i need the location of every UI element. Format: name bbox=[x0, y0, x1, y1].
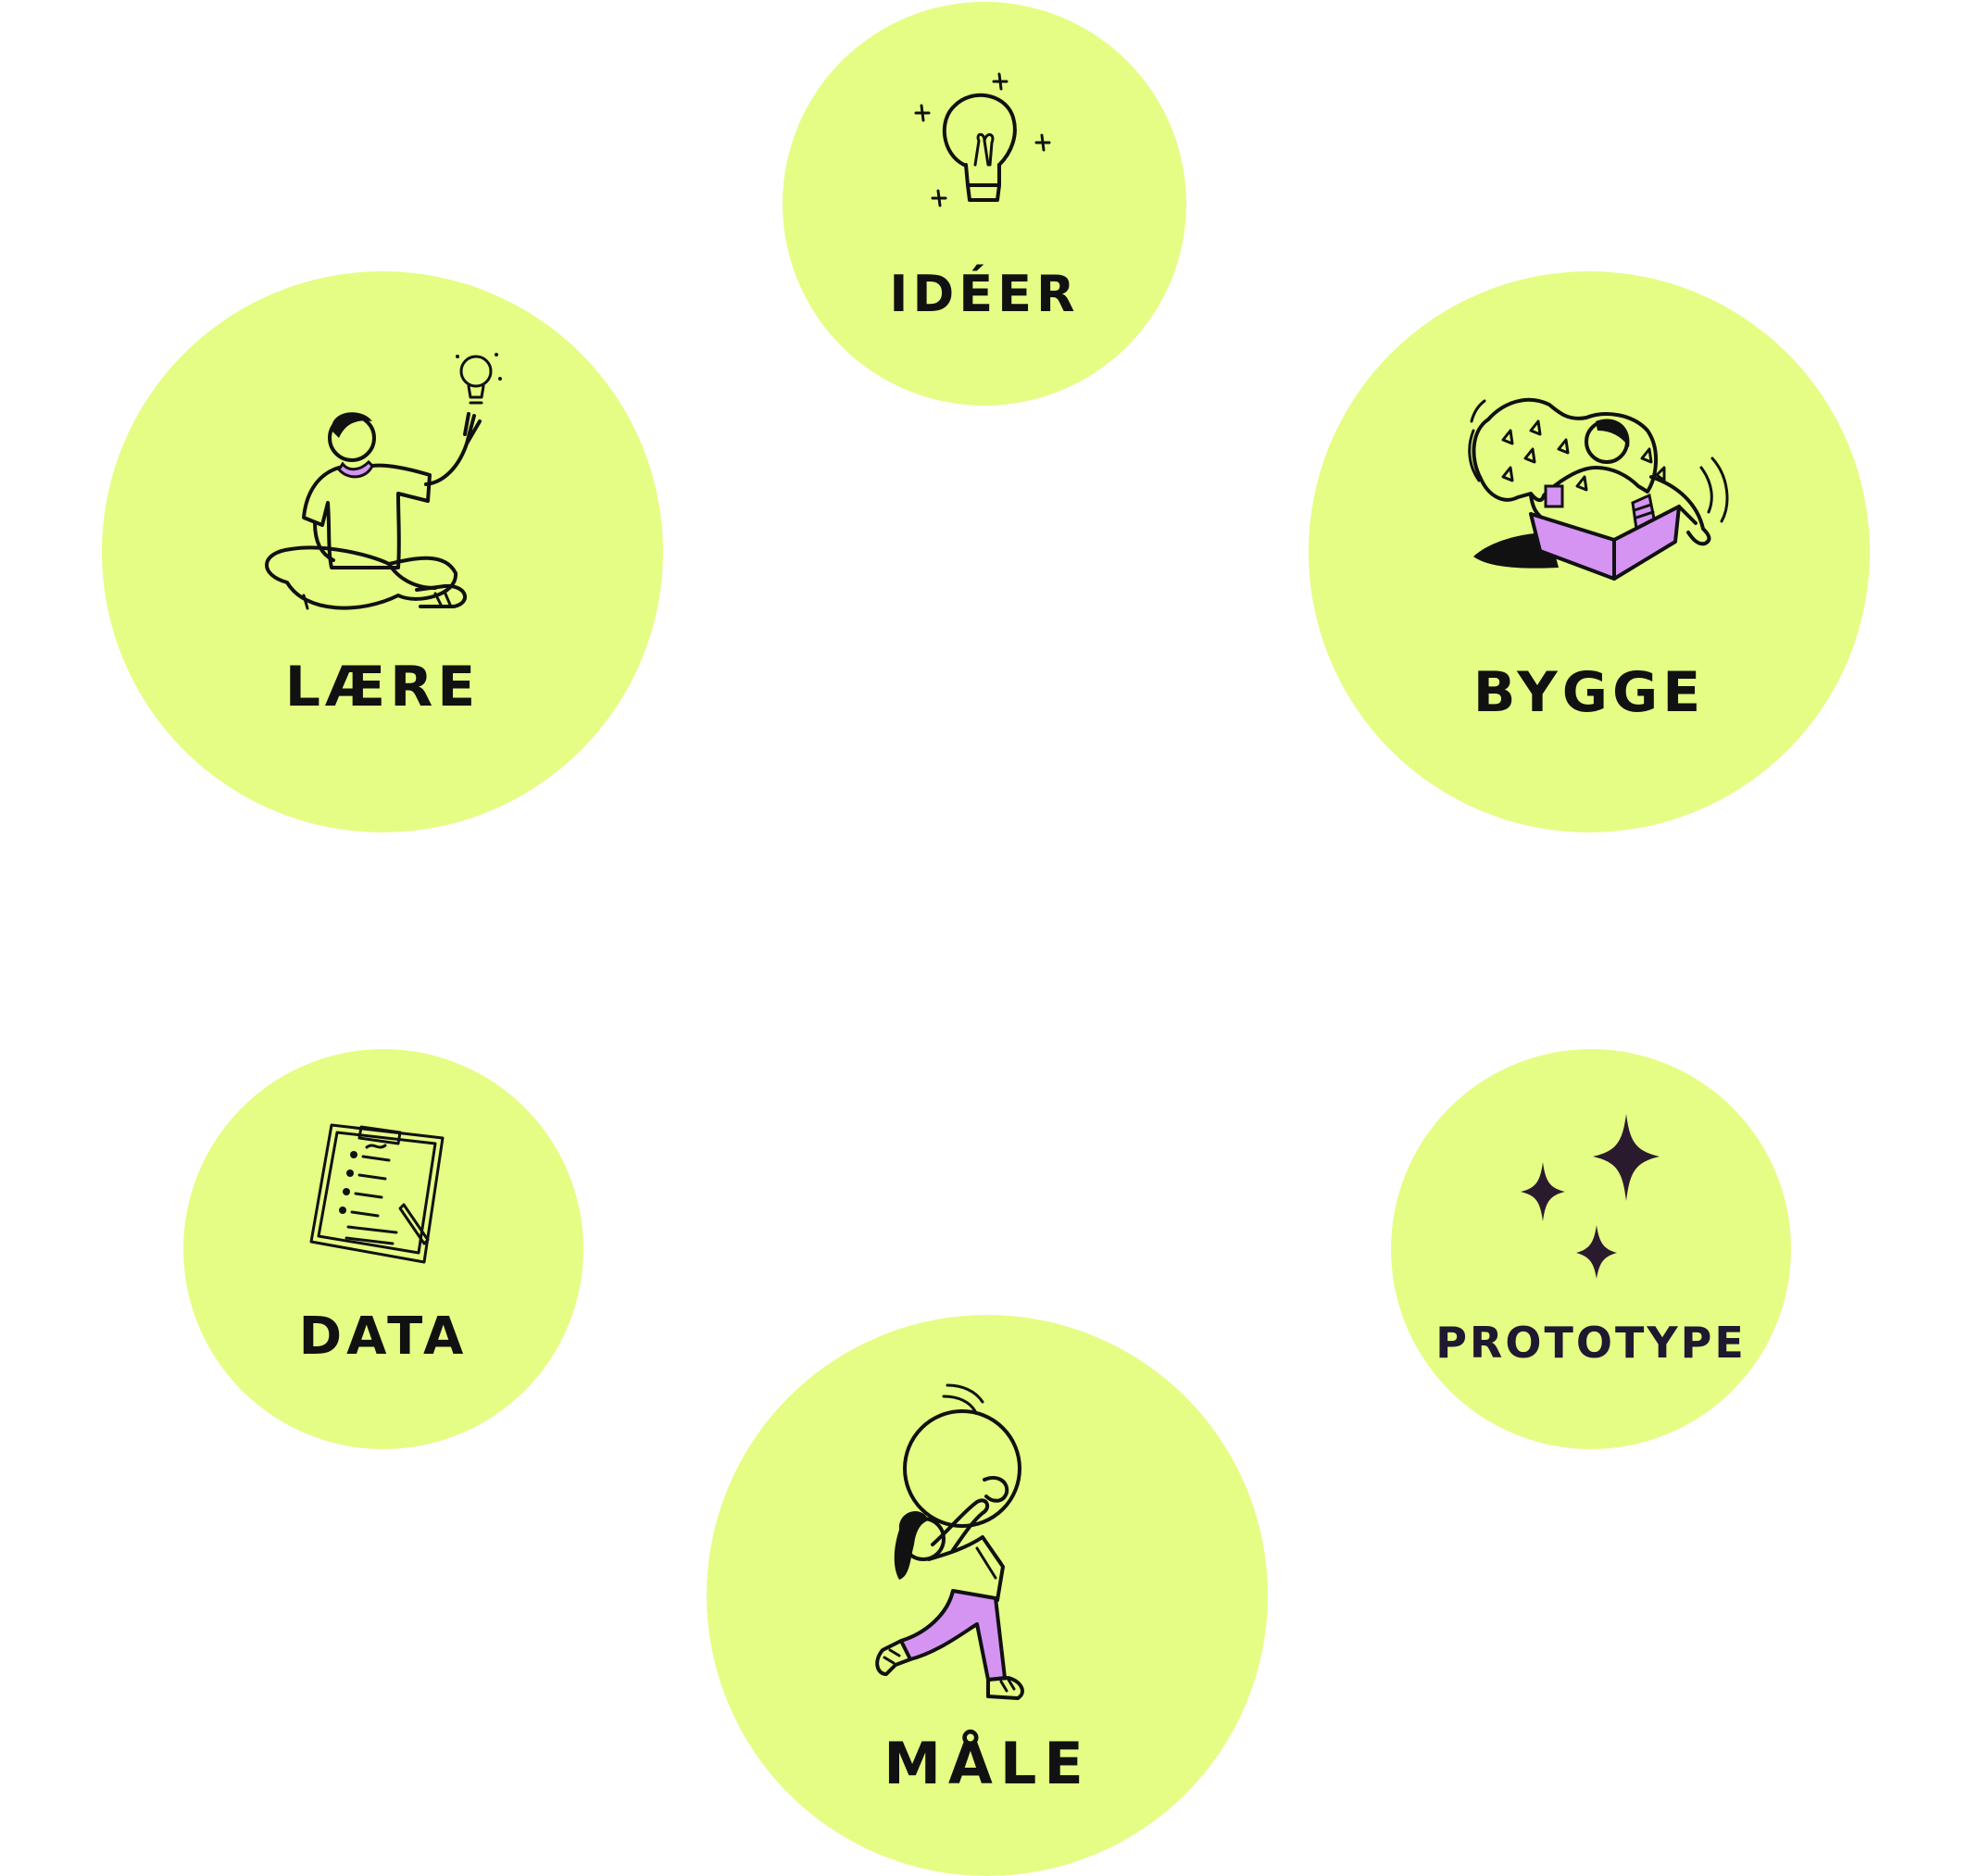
node-label: BYGGE bbox=[1472, 660, 1706, 725]
node-label: DATA bbox=[298, 1307, 469, 1367]
person-box-illustration bbox=[1468, 397, 1729, 581]
sparkles-icon bbox=[1521, 1114, 1660, 1279]
node-label: IDÉER bbox=[889, 265, 1080, 323]
person-idea-illustration bbox=[265, 353, 502, 610]
person-carrying-illustration bbox=[875, 1383, 1024, 1700]
node-data: DATA bbox=[183, 1049, 583, 1449]
clipboard-icon bbox=[309, 1123, 445, 1264]
lightbulb-icon bbox=[914, 72, 1051, 207]
node-label: PROTOTYPE bbox=[1435, 1318, 1747, 1368]
node-label: MÅLE bbox=[883, 1730, 1091, 1797]
node-ideer: IDÉER bbox=[783, 2, 1186, 406]
node-label: LÆRE bbox=[284, 655, 481, 719]
node-bygge: BYGGE bbox=[1309, 271, 1870, 832]
node-male: MÅLE bbox=[707, 1315, 1268, 1876]
node-prototype: PROTOTYPE bbox=[1391, 1049, 1791, 1449]
node-laere: LÆRE bbox=[102, 271, 663, 832]
